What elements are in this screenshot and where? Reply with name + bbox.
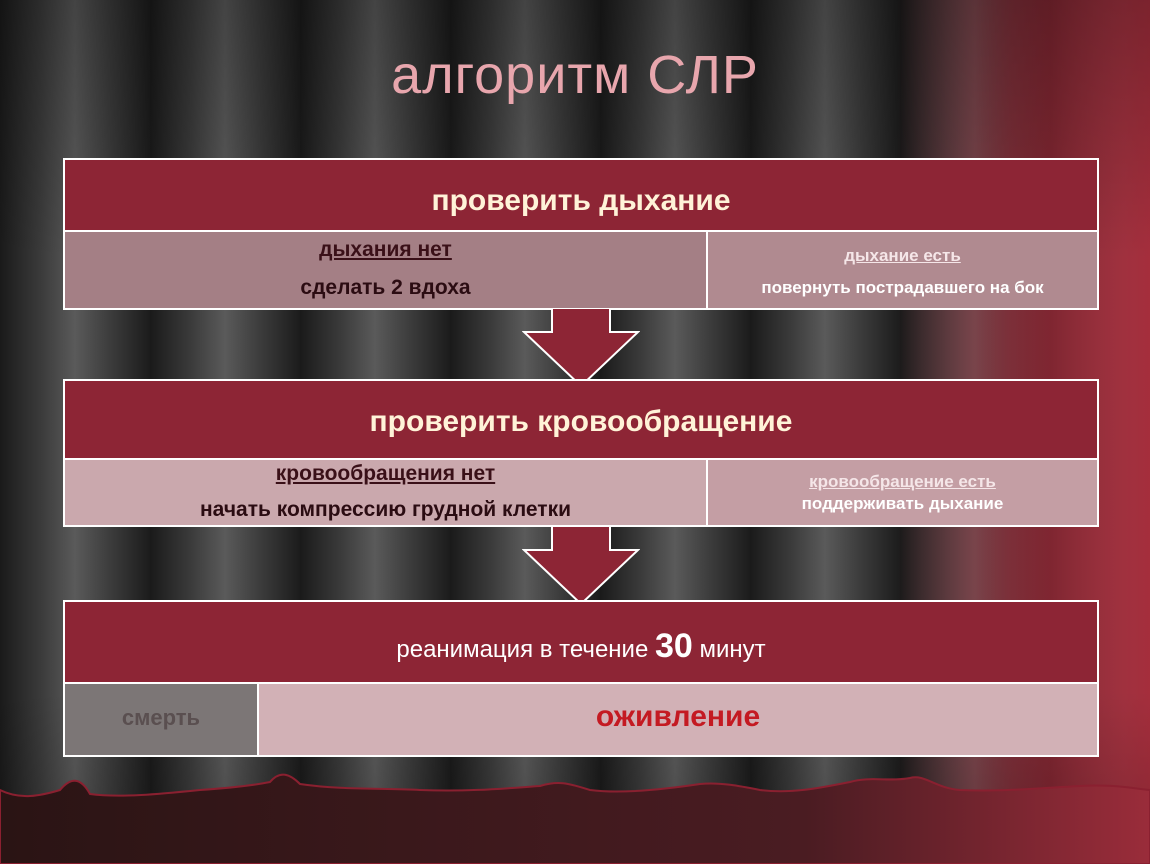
step-breathing-box: проверить дыхание дыхания нет сделать 2 … [63, 158, 1099, 310]
outcome-death-label: смерть [121, 705, 201, 730]
option-positive: кровообращение есть поддерживать дыхание [708, 460, 1097, 525]
resuscitation-heading: реанимация в течение 30 минут [65, 602, 1097, 684]
duration-number: 30 [654, 627, 693, 665]
outcome-row: смерть оживление [65, 684, 1097, 755]
option-action: поддерживать дыхание [801, 494, 1004, 513]
curtain-bottom-edge [0, 773, 1150, 864]
heading-prefix: реанимация в течение [396, 636, 655, 663]
resuscitation-box: реанимация в течение 30 минут смерть ожи… [63, 600, 1099, 757]
option-action: повернуть пострадавшего на бок [761, 278, 1044, 297]
outcome-revival: оживление [259, 684, 1097, 755]
page-title: алгоритм СЛР [391, 45, 759, 105]
option-negative: кровообращения нет начать компрессию гру… [65, 460, 708, 525]
option-action: начать компрессию грудной клетки [200, 498, 571, 521]
heading-suffix: минут [692, 636, 766, 663]
step-circulation-box: проверить кровообращение кровообращения … [63, 379, 1099, 527]
step-heading: проверить кровообращение [65, 381, 1097, 460]
down-arrow-icon [522, 526, 640, 606]
option-action: сделать 2 вдоха [300, 276, 471, 299]
step-heading: проверить дыхание [65, 160, 1097, 232]
step-options-row: дыхания нет сделать 2 вдоха дыхание есть… [65, 232, 1097, 308]
step-options-row: кровообращения нет начать компрессию гру… [65, 460, 1097, 525]
option-condition: кровообращение есть [809, 472, 996, 491]
outcome-death: смерть [65, 684, 259, 755]
outcome-revival-label: оживление [595, 700, 761, 733]
option-condition: дыхания нет [319, 238, 452, 261]
option-negative: дыхания нет сделать 2 вдоха [65, 232, 708, 308]
option-condition: кровообращения нет [275, 462, 496, 485]
option-condition: дыхание есть [844, 246, 961, 265]
option-positive: дыхание есть повернуть пострадавшего на … [708, 232, 1097, 308]
down-arrow-icon [522, 308, 640, 388]
